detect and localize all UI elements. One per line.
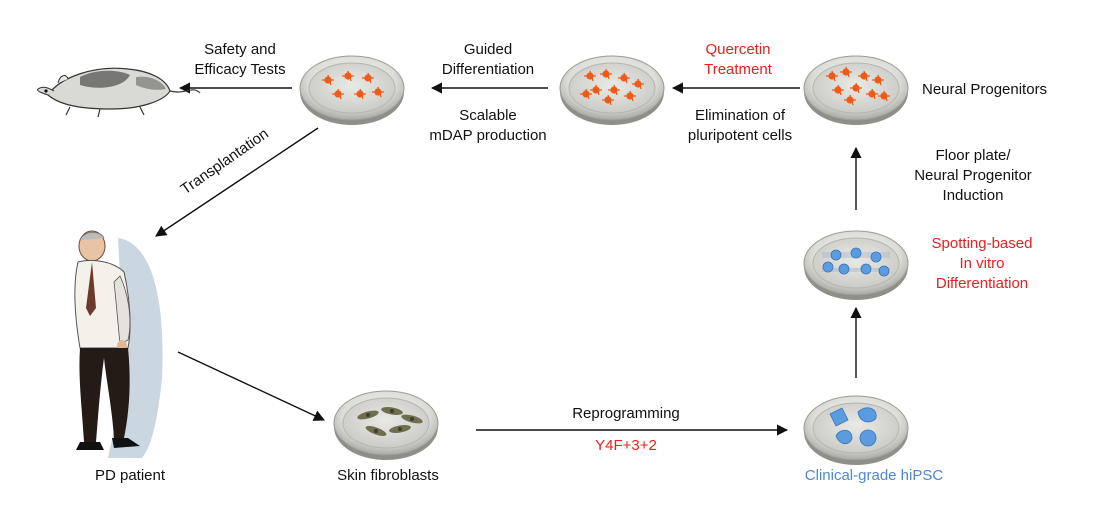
arrow-to-fibroblasts: [177, 351, 326, 421]
hipsc-label: Clinical-grade hiPSC: [804, 467, 944, 484]
neural-progenitors-label: Neural Progenitors: [922, 81, 1048, 98]
mdap-production-label: Scalable mDAP production: [429, 107, 547, 144]
reprogramming-factors-label: Y4F+3+2: [595, 437, 657, 454]
guided-differentiation-label: Guided Differentiation: [441, 41, 535, 78]
dish-hipsc: [803, 395, 909, 465]
dish-mdap: [299, 55, 405, 125]
dish-fibroblasts: [333, 390, 439, 460]
dishes: [299, 55, 909, 465]
spotting-label: Spotting-based In vitro Differentiation: [931, 235, 1033, 292]
reprogramming-label: Reprogramming: [572, 405, 680, 422]
quercetin-label: Quercetin Treatment: [704, 41, 772, 78]
mouse-illustration: [37, 67, 201, 118]
dish-neural-progenitors: [803, 55, 909, 125]
floor-plate-label: Floor plate/ Neural Progenitor Induction: [914, 147, 1032, 204]
patient-illustration: [74, 230, 163, 458]
dish-spotting: [803, 230, 909, 300]
elimination-label: Elimination of pluripotent cells: [687, 107, 793, 144]
arrow-transplantation: [155, 127, 319, 237]
patient-label: PD patient: [94, 467, 166, 484]
arrows: [155, 82, 862, 436]
fibroblasts-label: Skin fibroblasts: [337, 467, 439, 484]
mouse-label: Safety and Efficacy Tests: [194, 41, 286, 78]
dish-quercetin: [559, 55, 665, 125]
